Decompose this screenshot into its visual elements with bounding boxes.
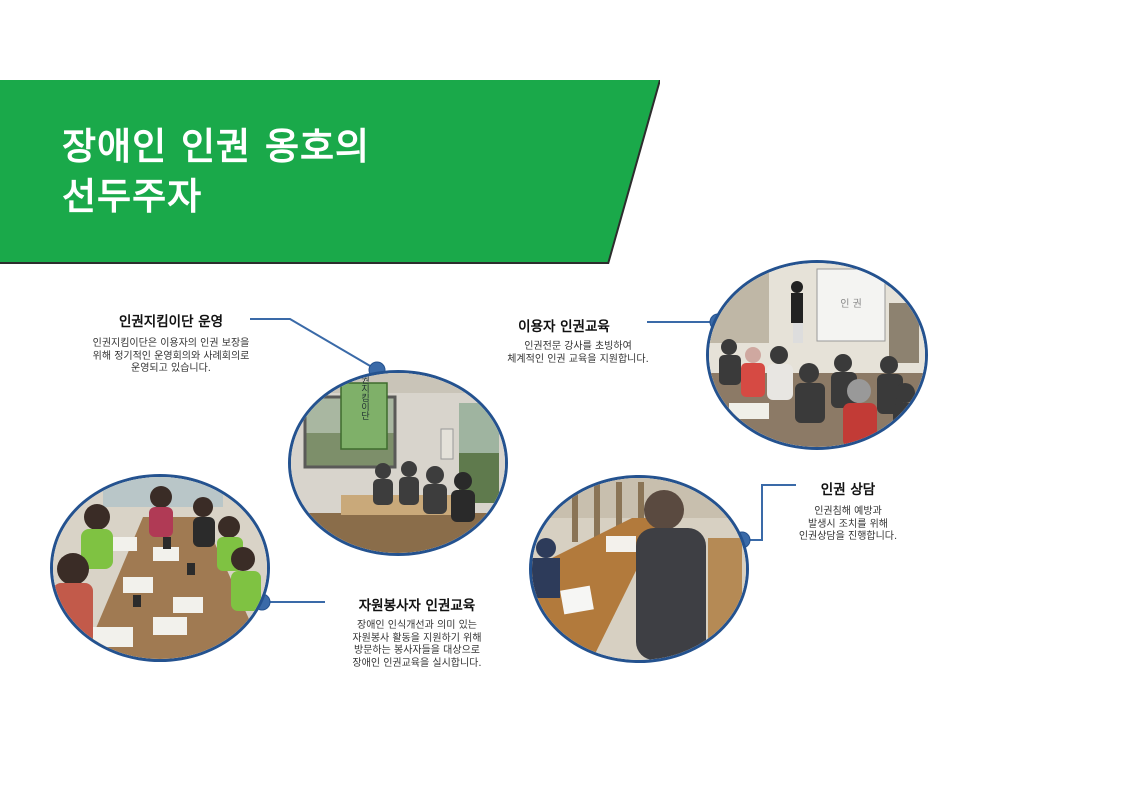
caption-counseling: 인권 상담 인권침해 예방과 발생시 조치를 위해 인권상담을 진행합니다. [768,478,928,544]
page-title-line-1: 장애인 인권 옹호의 [62,125,371,168]
caption-user-education: 이용자 인권교육 인권전문 강사를 초빙하여 체계적인 인권 교육을 지원합니다… [465,315,691,366]
caption-guardian-group: 인권지킴이단 운영 인권지킴이단은 이용자의 인권 보장을 위해 정기적인 운영… [52,310,290,376]
caption-line: 인권침해 예방과 [814,506,882,517]
caption-line: 장애인 인권교육을 실시합니다. [352,657,482,669]
banner-shape [0,80,660,264]
page-title-line-2: 선두주자 [62,175,203,218]
connector-1 [250,318,378,371]
photo-volunteer-human-rights-education [50,474,270,662]
photo-user-human-rights-education: 인 권 [706,260,928,450]
caption-volunteer-education-title: 자원봉사자 인권교육 [358,598,476,614]
page-title: 장애인 인권 옹호의 선두주자 [62,122,370,222]
photo-human-rights-counseling [529,475,749,663]
caption-line: 인권지킴이단은 이용자의 인권 보장을 [92,338,250,349]
caption-counseling-title: 인권 상담 [820,482,876,498]
screen-text: 인 권 [840,298,862,310]
caption-line: 발생시 조치를 위해 [808,518,888,530]
title-banner [0,80,660,264]
caption-guardian-group-title: 인권지킴이단 운영 [118,314,224,330]
caption-line: 방문하는 봉사자들을 대상으로 [354,645,480,656]
caption-user-education-title: 이용자 인권교육 [518,319,610,335]
caption-line: 운영되고 있습니다. [131,363,211,374]
caption-counseling-body: 인권침해 예방과 발생시 조치를 위해 인권상담을 진행합니다. [768,506,928,544]
caption-guardian-group-body: 인권지킴이단은 이용자의 인권 보장을 위해 정기적인 운영회의와 사례회의로 … [52,338,290,376]
caption-line: 인권상담을 진행합니다. [798,531,898,542]
caption-line: 인권전문 강사를 초빙하여 [524,341,632,352]
connector-3 [742,484,796,541]
caption-line: 체계적인 인권 교육을 지원합니다. [507,353,649,365]
caption-volunteer-education: 자원봉사자 인권교육 장애인 인식개선과 의미 있는 자원봉사 활동을 지원하기… [318,594,516,670]
caption-line: 자원봉사 활동을 지원하기 위해 [352,632,482,644]
caption-user-education-body: 인권전문 강사를 초빙하여 체계적인 인권 교육을 지원합니다. [465,341,691,366]
photo-human-rights-guardian-meeting: 인권지킴이단 [288,370,508,556]
caption-line: 장애인 인식개선과 의미 있는 [357,620,477,631]
caption-volunteer-education-body: 장애인 인식개선과 의미 있는 자원봉사 활동을 지원하기 위해 방문하는 봉사… [318,620,516,670]
caption-line: 위해 정기적인 운영회의와 사례회의로 [92,350,250,362]
sign-text: 인권지킴이단 [359,373,369,420]
